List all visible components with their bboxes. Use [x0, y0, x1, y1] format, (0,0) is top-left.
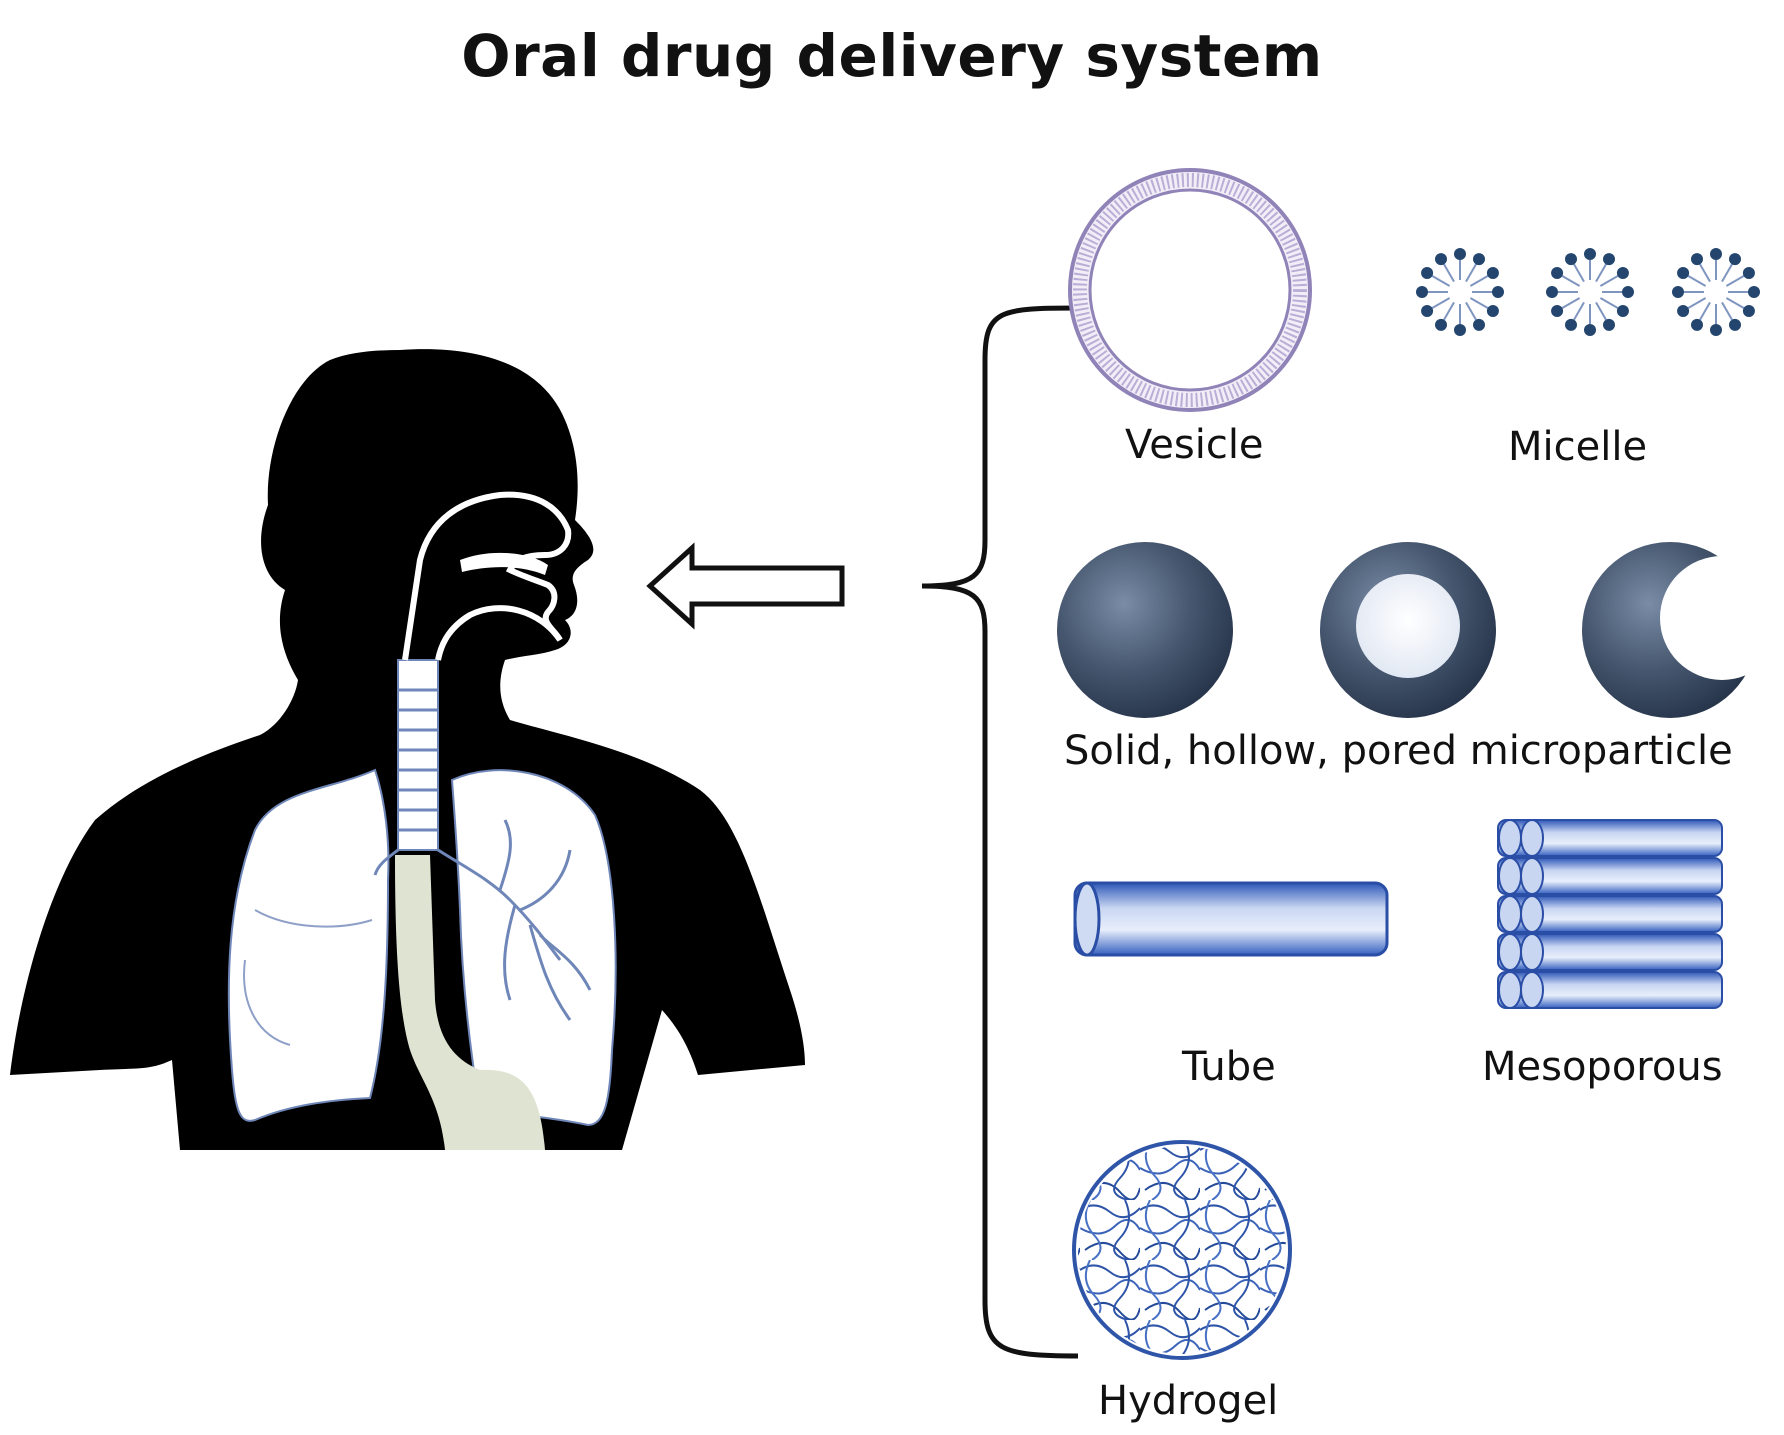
- pored-microparticle: [1582, 542, 1784, 718]
- meso-tube-end: [1498, 857, 1522, 895]
- meso-tube-end: [1520, 819, 1544, 857]
- lung-lobe-line: [243, 959, 291, 1046]
- micelle-icon: [1546, 248, 1634, 336]
- mesoporous-graphic: [1497, 819, 1723, 1009]
- tube-graphic: [1073, 881, 1389, 957]
- bronchial-tree: [373, 819, 592, 1021]
- left-arrow-icon: [646, 542, 845, 630]
- meso-tube-end: [1520, 857, 1544, 895]
- meso-tube-end: [1498, 971, 1522, 1009]
- meso-tube-end: [1520, 895, 1544, 933]
- hollow-microparticle: [1320, 542, 1496, 718]
- meso-tube-end: [1498, 933, 1522, 971]
- delivery-arrow: [646, 542, 845, 630]
- meso-tube-end: [1498, 895, 1522, 933]
- vesicle-label: Vesicle: [1125, 422, 1264, 468]
- micelle-icon: [1416, 248, 1504, 336]
- trachea: [397, 659, 439, 851]
- nasal-oral-cavity: [402, 491, 572, 661]
- micelle-group: [1416, 248, 1760, 336]
- micelle-label: Micelle: [1508, 424, 1648, 470]
- meso-tube-end: [1520, 971, 1544, 1009]
- microparticle-label: Solid, hollow, pored microparticle: [1064, 728, 1733, 774]
- micelle-icon: [1672, 248, 1760, 336]
- palate: [460, 552, 548, 575]
- hydrogel-graphic: [1072, 1140, 1292, 1360]
- curly-brace: [921, 305, 1079, 1359]
- esophagus: [395, 855, 545, 1150]
- mesoporous-label: Mesoporous: [1482, 1044, 1723, 1090]
- lung-lobe-line: [254, 909, 373, 928]
- vesicle-graphic: [1068, 168, 1312, 412]
- tube-label: Tube: [1182, 1044, 1276, 1090]
- meso-tube-end: [1498, 819, 1522, 857]
- solid-microparticle: [1057, 542, 1233, 718]
- hydrogel-label: Hydrogel: [1098, 1378, 1279, 1424]
- meso-tube-end: [1520, 933, 1544, 971]
- diagram-title: Oral drug delivery system: [461, 22, 1323, 90]
- trachea-rings: [398, 688, 438, 832]
- human-silhouette: [10, 349, 805, 1151]
- left-lung: [450, 769, 617, 1127]
